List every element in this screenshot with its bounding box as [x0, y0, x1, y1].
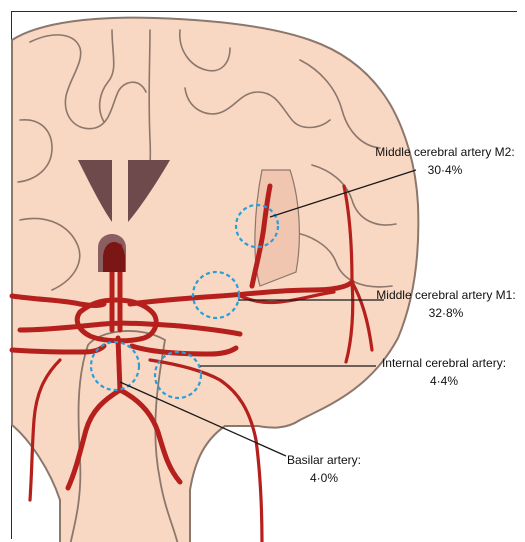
callout-ica-label: Internal cerebral artery: — [382, 356, 506, 370]
callout-m1-label: Middle cerebral artery M1: — [376, 288, 515, 302]
callout-m1-value: 32·8% — [368, 304, 524, 322]
artery-basilar — [118, 338, 120, 390]
callout-ica: Internal cerebral artery: 4·4% — [371, 354, 517, 390]
callout-m2-value: 30·4% — [366, 161, 524, 179]
callout-m2-label: Middle cerebral artery M2: — [375, 145, 514, 159]
callout-basilar: Basilar artery: 4·0% — [279, 451, 369, 487]
callout-m1: Middle cerebral artery M1: 32·8% — [368, 286, 524, 322]
callout-basilar-value: 4·0% — [279, 469, 369, 487]
callout-ica-value: 4·4% — [371, 372, 517, 390]
artery-top-bulb — [103, 242, 125, 272]
callout-basilar-label: Basilar artery: — [287, 453, 361, 467]
callout-m2: Middle cerebral artery M2: 30·4% — [366, 143, 524, 179]
